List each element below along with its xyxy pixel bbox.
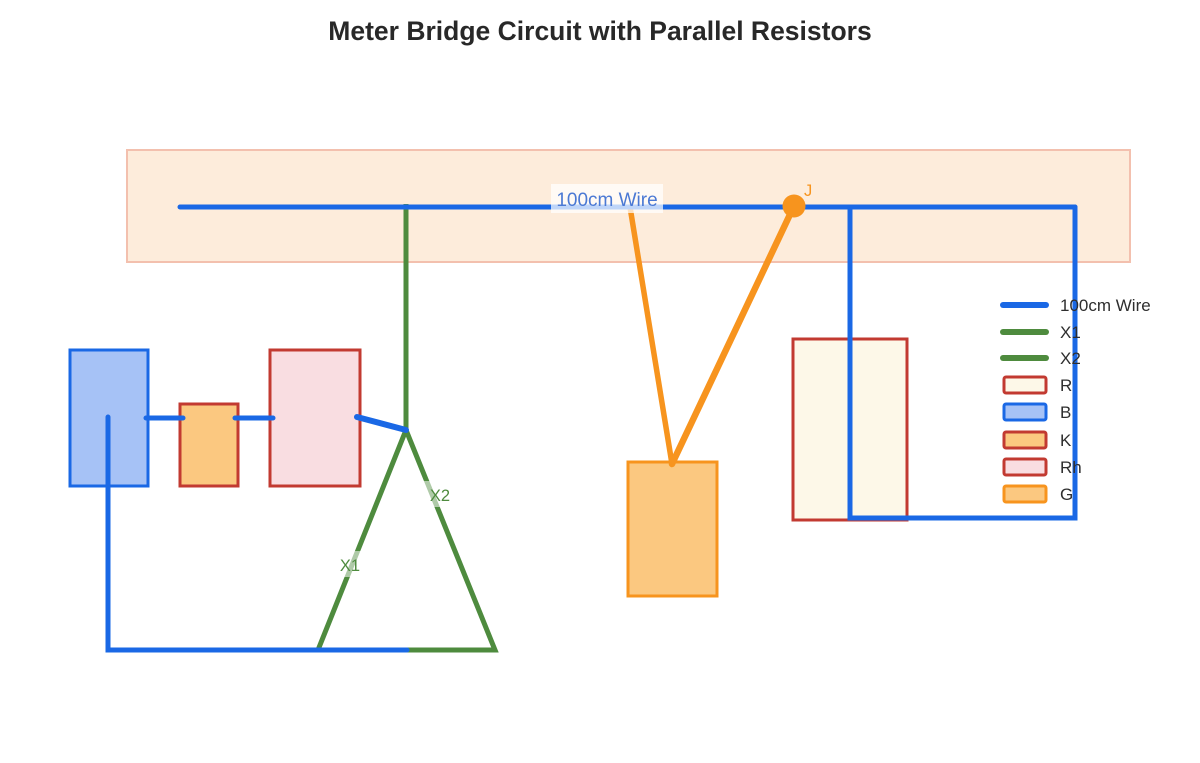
- legend-swatch-rh: [1002, 457, 1048, 477]
- galvanometer-rect: [626, 460, 719, 598]
- battery-loop-wire: [105, 414, 410, 653]
- legend-label-k: K: [1060, 431, 1072, 450]
- legend-label-g: G: [1060, 485, 1073, 504]
- legend: 100cm Wire X1 X2 R B K Rh G: [1000, 296, 1151, 504]
- resistance-box-loop-wire: [847, 204, 1078, 521]
- x1-label: X1: [340, 557, 360, 575]
- legend-swatch-b: [1002, 402, 1048, 422]
- jockey-dot: [782, 194, 806, 218]
- rheostat-to-resistors-wire: [354, 414, 409, 433]
- page-title: Meter Bridge Circuit with Parallel Resis…: [328, 16, 871, 46]
- legend-label-x1: X1: [1060, 323, 1081, 342]
- x2-label: X2: [430, 487, 450, 505]
- legend-label-x2: X2: [1060, 349, 1081, 368]
- legend-label-rh: Rh: [1060, 458, 1082, 477]
- legend-swatch-k: [1002, 430, 1048, 450]
- legend-label-b: B: [1060, 403, 1071, 422]
- jockey-lead: [668, 202, 798, 468]
- legend-label-100cm-wire: 100cm Wire: [1060, 296, 1151, 315]
- wire-label: 100cm Wire: [556, 190, 657, 211]
- legend-label-r: R: [1060, 376, 1072, 395]
- legend-swatch-g: [1002, 484, 1048, 504]
- galvanometer-lead-left: [627, 204, 675, 467]
- wire-label-bg: [551, 184, 663, 213]
- legend-swatch-r: [1002, 375, 1048, 395]
- key-rect: [178, 402, 240, 488]
- x2-label-bg: [420, 481, 460, 507]
- x1-label-bg: [330, 551, 370, 577]
- rheostat-rect: [268, 348, 362, 488]
- jockey-label: J: [804, 182, 812, 200]
